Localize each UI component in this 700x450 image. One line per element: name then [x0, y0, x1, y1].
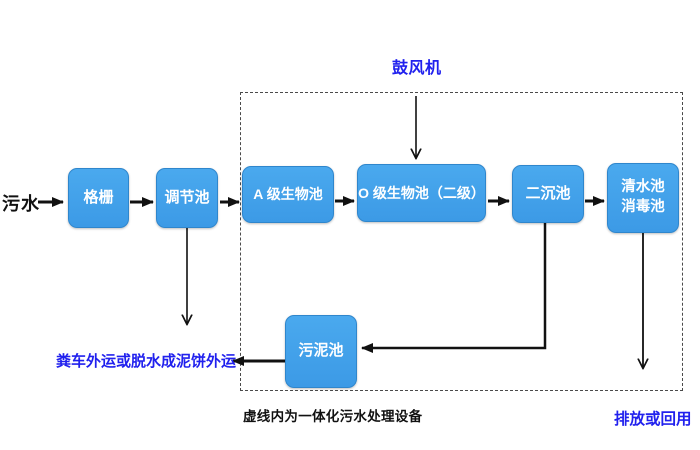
box-label: 污泥池 — [298, 342, 344, 360]
box-label: 格栅 — [83, 188, 114, 206]
box-label: O 级生物池（二级） — [358, 184, 485, 201]
dashed-boundary-caption: 虚线内为一体化污水处理设备 — [243, 409, 423, 424]
arrow-sedimentation-to-sludge — [361, 223, 547, 353]
box-label: A 级生物池 — [253, 186, 323, 203]
sludge-disposal-label: 粪车外运或脱水成泥饼外运 — [56, 353, 237, 370]
blower-label: 鼓风机 — [392, 60, 442, 77]
discharge-reuse-label: 排放或回用 — [614, 411, 692, 428]
process-box-a-bio-tank: A 级生物池 — [242, 166, 334, 223]
box-label-line2: 消毒池 — [621, 199, 665, 215]
box-label: 调节池 — [164, 188, 210, 206]
process-box-clear-water-tank: 清水池 消毒池 — [607, 163, 679, 233]
process-box-secondary-sedimentation: 二沉池 — [512, 165, 584, 223]
process-box-o-bio-tank: O 级生物池（二级） — [357, 164, 486, 222]
box-label: 二沉池 — [525, 184, 571, 202]
integrated-equipment-boundary — [240, 92, 683, 391]
process-box-sludge-tank: 污泥池 — [285, 315, 357, 388]
box-label-line1: 清水池 — [621, 179, 665, 196]
process-box-regulating-tank: 调节池 — [156, 168, 218, 228]
process-box-grid-screen: 格栅 — [68, 168, 129, 228]
sewage-inlet-label: 污水 — [2, 194, 40, 214]
